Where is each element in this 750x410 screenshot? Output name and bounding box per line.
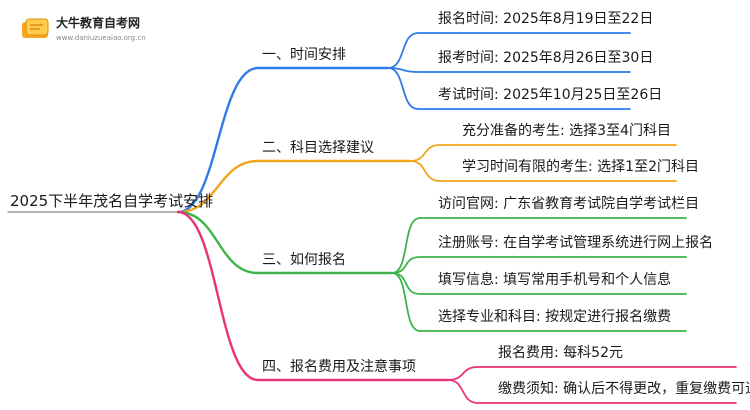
leaf-connector (391, 217, 687, 274)
branch-title-subject-advice: 二、科目选择建议 (262, 140, 374, 156)
leaf-fill-info: 填写信息: 填写常用手机号和个人信息 (438, 272, 672, 288)
leaf-connector (391, 272, 687, 332)
leaf-connector (387, 67, 631, 73)
leaf-visit-website: 访问官网: 广东省教育考试院自学考试栏目 (438, 196, 700, 212)
branch-connector (176, 159, 260, 214)
branch-title-fees-notes: 四、报名费用及注意事项 (262, 359, 416, 375)
leaf-prepared-candidates: 充分准备的考生: 选择3至4门科目 (462, 123, 671, 139)
branch-connector (176, 66, 260, 214)
site-logo: 大牛教育自考网 www.daniuzueaiao.org.cn (20, 10, 150, 48)
leaf-connector (391, 256, 687, 274)
leaf-exam-registration-time: 报考时间: 2025年8月26日至30日 (438, 50, 654, 66)
branch-title-how-to-register: 三、如何报名 (262, 252, 346, 268)
leaf-connector (447, 379, 737, 404)
leaf-registration-time: 报名时间: 2025年8月19日至22日 (438, 11, 654, 27)
branch-title-schedule: 一、时间安排 (262, 47, 346, 63)
leaf-register-account: 注册账号: 在自学考试管理系统进行网上报名 (438, 235, 714, 251)
branch-connector (176, 210, 260, 275)
leaf-connector (409, 160, 677, 182)
leaf-payment-notes: 缴费须知: 确认后不得更改，重复缴费可退款 (498, 381, 750, 397)
logo-title: 大牛教育自考网 (56, 16, 141, 30)
root-topic: 2025下半年茂名自学考试安排 (10, 192, 214, 210)
leaf-connector (409, 144, 677, 162)
leaf-connector (447, 366, 737, 381)
leaf-connector (387, 32, 631, 69)
leaf-limited-time-candidates: 学习时间有限的考生: 选择1至2门科目 (462, 159, 699, 175)
leaf-exam-time: 考试时间: 2025年10月25日至26日 (438, 87, 663, 103)
leaf-registration-fee: 报名费用: 每科52元 (498, 345, 623, 361)
leaf-choose-major: 选择专业和科目: 按规定进行报名缴费 (438, 309, 672, 325)
branch-connector (176, 210, 260, 382)
logo-url: www.daniuzueaiao.org.cn (56, 34, 146, 42)
book-logo-icon (22, 18, 49, 38)
leaf-connector (387, 67, 631, 110)
